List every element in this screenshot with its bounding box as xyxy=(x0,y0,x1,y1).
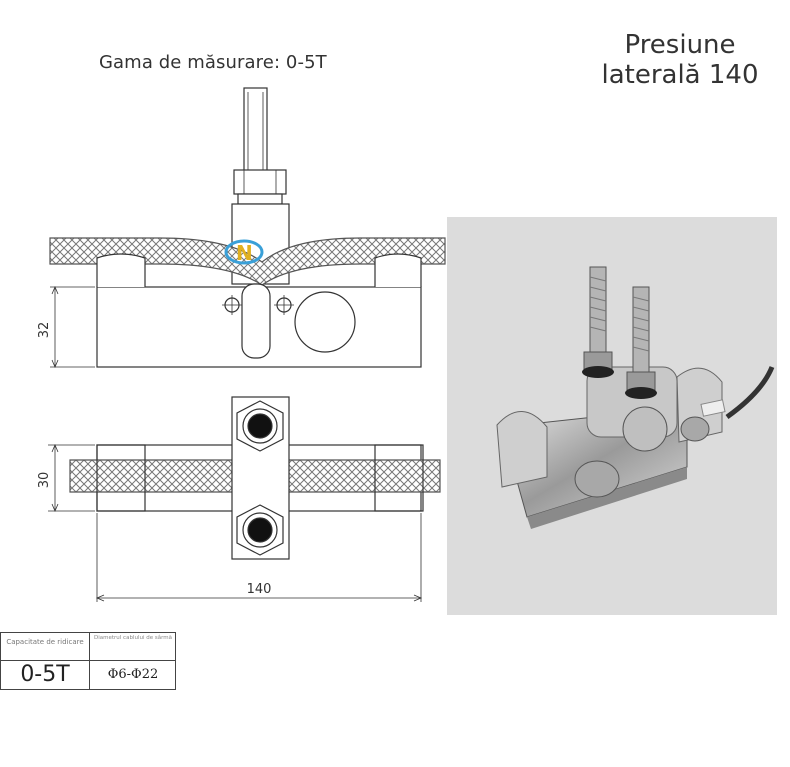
measurement-range-label: Gama de măsurare: 0-5T xyxy=(99,52,327,73)
dim-height-top: 32 xyxy=(37,322,52,339)
spec-value-cable-diameter: Φ6-Φ22 xyxy=(107,667,159,682)
dim-length: 140 xyxy=(247,582,272,597)
load-cell-image xyxy=(496,266,775,529)
spec-header-cable-diameter: Diametrul cablului de sârmă xyxy=(90,633,176,661)
side-view xyxy=(49,87,446,369)
product-title: Presiune laterală 140 xyxy=(580,30,780,90)
spec-header-capacity: Capacitate de ridicare xyxy=(1,633,90,661)
bolt-shaft xyxy=(243,87,268,173)
product-photo xyxy=(447,217,777,615)
title-line-1: Presiune xyxy=(624,30,736,60)
dim-height-bottom: 30 xyxy=(37,472,52,489)
nut xyxy=(233,169,287,195)
svg-text:N: N xyxy=(236,241,253,265)
top-view xyxy=(48,396,441,602)
brand-logo: N xyxy=(224,239,264,265)
spec-table: Capacitate de ridicare Diametrul cablulu… xyxy=(0,632,176,690)
spec-value-capacity: 0-5T xyxy=(1,661,90,689)
title-line-2: laterală 140 xyxy=(601,60,759,90)
